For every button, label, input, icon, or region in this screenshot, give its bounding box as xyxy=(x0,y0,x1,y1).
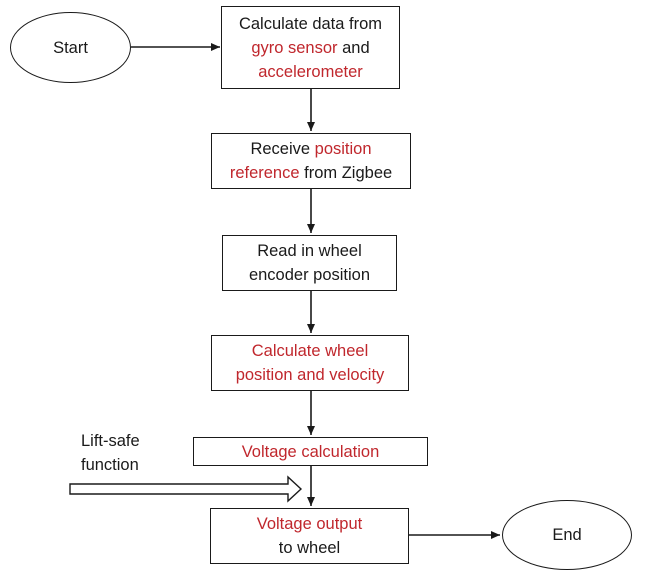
calculate-data-node: Calculate data from gyro sensor and acce… xyxy=(221,6,400,89)
lift-safe-input-arrow xyxy=(69,475,303,503)
read-encoder-line-1: Read in wheel xyxy=(257,242,362,260)
voltage-output-line-2: to wheel xyxy=(278,539,341,557)
reference-text: reference xyxy=(229,164,300,182)
end-node: End xyxy=(502,500,632,570)
voltage-calculation-label: Voltage calculation xyxy=(241,442,380,461)
read-encoder-line-2: encoder position xyxy=(248,266,371,284)
from-zigbee-text: from Zigbee xyxy=(299,164,393,182)
calculate-wheel-node: Calculate wheel position and velocity xyxy=(211,335,409,391)
voltage-calculation-node: Voltage calculation xyxy=(193,437,428,466)
lift-safe-line-2: function xyxy=(81,456,139,474)
receive-position-node: Receive position reference from Zigbee xyxy=(211,133,411,189)
calculate-wheel-line-1: Calculate wheel xyxy=(251,342,369,360)
receive-position-line-1: Receive position xyxy=(250,137,371,161)
voltage-output-node: Voltage output to wheel xyxy=(210,508,409,564)
read-encoder-node: Read in wheel encoder position xyxy=(222,235,397,291)
receive-text: Receive xyxy=(250,140,315,158)
start-node: Start xyxy=(10,12,131,83)
lift-safe-line-1: Lift-safe xyxy=(81,432,140,450)
gyro-sensor-text: gyro sensor xyxy=(251,38,338,57)
voltage-output-line-1: Voltage output xyxy=(256,515,363,533)
lift-safe-function-label: Lift-safe function xyxy=(81,429,140,477)
calculate-data-line-2: gyro sensor and xyxy=(251,36,369,60)
position-text: position xyxy=(314,140,372,158)
calculate-data-line-1: Calculate data from xyxy=(238,14,383,33)
end-label: End xyxy=(552,526,582,544)
calculate-wheel-line-2: position and velocity xyxy=(235,366,385,384)
start-label: Start xyxy=(53,38,88,57)
accelerometer-text: accelerometer xyxy=(258,62,363,81)
receive-position-line-2: reference from Zigbee xyxy=(230,161,392,185)
and-text: and xyxy=(337,38,370,57)
